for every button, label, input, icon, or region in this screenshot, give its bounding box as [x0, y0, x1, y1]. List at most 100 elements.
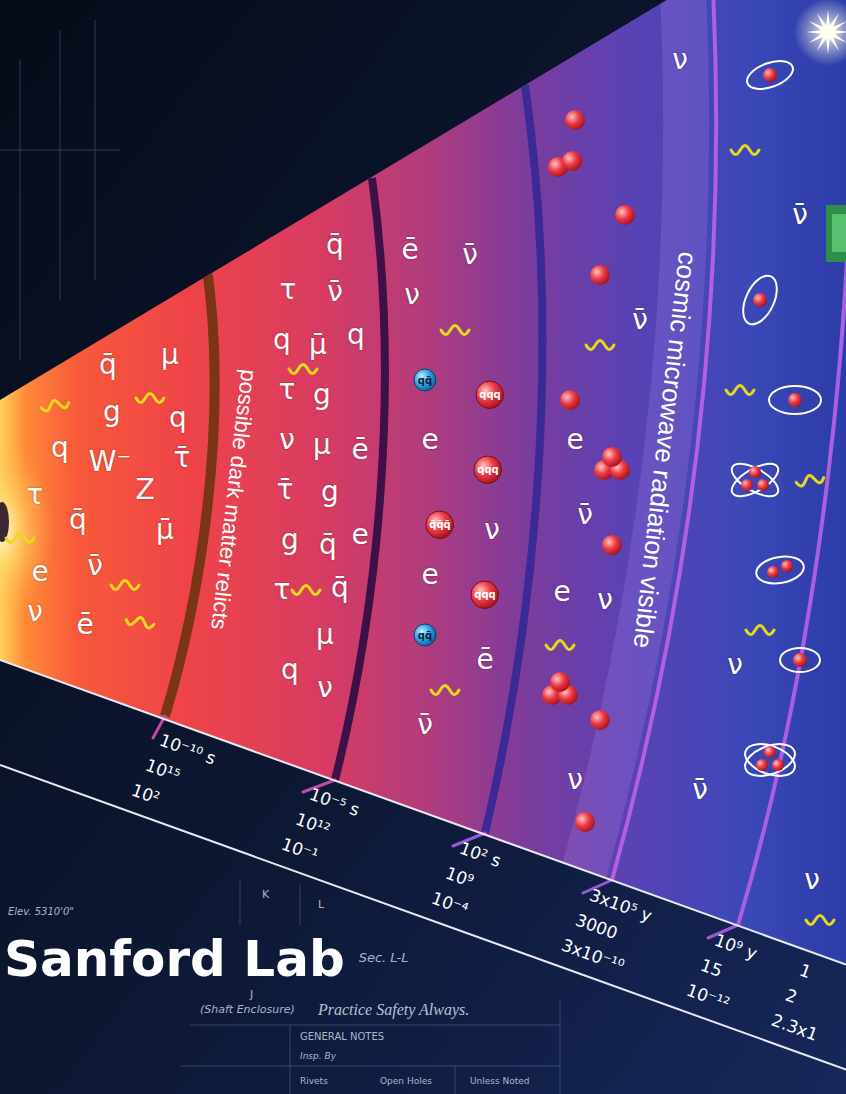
particle-symbol-text: g — [103, 395, 121, 428]
particle-symbol: q — [281, 654, 299, 686]
blueprint-line — [290, 1025, 291, 1094]
band-label: possible dark matter relicts — [206, 369, 262, 632]
particle-symbol: q̄ — [319, 529, 337, 561]
baryon-circle: q̄q̄q̄ — [425, 510, 454, 539]
particle-symbol-text: q — [347, 318, 365, 351]
atom — [727, 457, 783, 502]
time-label: 10² s — [457, 838, 504, 871]
nucleon — [602, 447, 622, 467]
particle-symbol-text: τ̄ — [277, 473, 294, 506]
nucleus — [575, 812, 595, 832]
nucleus — [560, 390, 580, 410]
particle-symbol: ν — [567, 764, 583, 796]
atom — [769, 386, 821, 414]
nucleon — [575, 812, 595, 832]
time-label-text: 1 — [797, 960, 814, 982]
electron-orbit — [741, 738, 799, 782]
nucleon — [764, 746, 776, 758]
timeline-line — [0, 765, 846, 1070]
time-label: 10¹⁵ — [143, 755, 183, 785]
nucleon — [550, 672, 570, 692]
particle-symbol-text: g — [321, 475, 339, 508]
time-label-text: 10⁻¹² — [684, 979, 732, 1013]
time-label: 10² — [129, 780, 162, 808]
particle-symbol: ν̄ — [792, 199, 808, 231]
particle-symbol: e — [553, 576, 570, 608]
particle-symbol: q̄ — [99, 349, 117, 381]
particle-symbol-text: q̄ — [331, 571, 349, 604]
blueprint-line — [20, 60, 21, 360]
nucleon — [590, 710, 610, 730]
particle-symbol: ν̄ — [87, 550, 103, 582]
blueprint-line — [240, 880, 241, 925]
blueprint-line — [560, 1000, 561, 1094]
electron-orbit — [780, 648, 820, 672]
time-label-text: 3x10⁻¹⁰ — [559, 934, 627, 975]
particle-symbol: ν — [404, 279, 420, 311]
time-label: 10⁻⁴ — [429, 888, 471, 919]
particle-symbol: ē — [76, 609, 93, 641]
particle-symbol-text: μ — [313, 428, 331, 461]
blueprint-note-text: Elev. 5310'0" — [8, 906, 74, 917]
nucleus — [753, 293, 767, 307]
electron-orbit — [741, 738, 799, 782]
particle-symbol-text: q̄ — [326, 228, 344, 261]
particle-symbol: g — [281, 524, 299, 556]
particle-symbol-text: ν̄ — [417, 708, 433, 741]
time-label-text: 2 — [783, 985, 800, 1007]
particle-symbol-text: ē — [476, 643, 493, 676]
nucleon — [562, 151, 582, 171]
time-label-text: 10¹² — [293, 808, 333, 839]
blueprint-note-text: Insp. By — [300, 1051, 336, 1061]
particle-symbol-text: g — [281, 523, 299, 556]
atom — [741, 738, 799, 782]
blueprint-note-text: (Shaft Enclosure) — [200, 1003, 295, 1016]
particle-symbol: ν̄ — [462, 239, 478, 271]
time-label: 3000 — [573, 910, 620, 943]
particle-symbol: q̄ — [331, 572, 349, 604]
nucleon — [788, 393, 802, 407]
blueprint-note: Insp. By — [300, 1051, 336, 1061]
particle-symbol-text: ν — [27, 595, 43, 628]
nucleus — [548, 151, 582, 177]
particle-symbol-text: ē — [76, 608, 93, 641]
particle-symbol: ν̄ — [692, 774, 708, 806]
particle-symbol: μ — [316, 619, 334, 651]
particle-symbol-text: g — [313, 378, 331, 411]
particle-symbol: Z — [135, 474, 154, 506]
particle-symbol: τ — [274, 574, 291, 606]
particle-symbol-text: μ — [161, 338, 179, 371]
nucleon — [781, 560, 793, 572]
photon-wave — [441, 325, 469, 334]
baryon-circle: qqq — [470, 580, 499, 609]
particle-symbol-text: e — [566, 423, 583, 456]
particle-symbol: μ̄ — [156, 514, 174, 546]
blueprint-note: Rivets — [300, 1076, 328, 1086]
time-label: 10⁻¹² — [684, 980, 732, 1014]
particle-symbol: e — [351, 519, 368, 551]
particle-symbol: q — [273, 324, 291, 356]
electron-orbit — [736, 271, 783, 330]
photon-wave — [726, 385, 754, 394]
time-label: 10¹² — [293, 809, 333, 839]
particle-symbol: e — [31, 556, 48, 588]
time-label-text: 2.3x1 — [769, 1010, 821, 1045]
nucleon — [565, 110, 585, 130]
particle-symbol: q — [169, 402, 187, 434]
time-label-text: 10⁻⁴ — [429, 887, 471, 919]
particle-symbol-text: τ̄ — [174, 441, 191, 474]
particle-symbol-text: e — [421, 423, 438, 456]
particle-symbol-text: q̄ — [99, 348, 117, 381]
time-label: 10⁻¹ — [279, 834, 321, 865]
particle-symbol: ν — [27, 596, 43, 628]
photon-wave — [546, 640, 574, 649]
blueprint-note-text: J — [250, 988, 253, 1001]
epoch-band — [335, 178, 385, 780]
blueprint-line — [190, 1025, 560, 1026]
blueprint-line — [180, 1066, 560, 1067]
nucleon — [749, 466, 761, 478]
particle-symbol-text: e — [351, 518, 368, 551]
particle-symbol: e — [421, 424, 438, 456]
